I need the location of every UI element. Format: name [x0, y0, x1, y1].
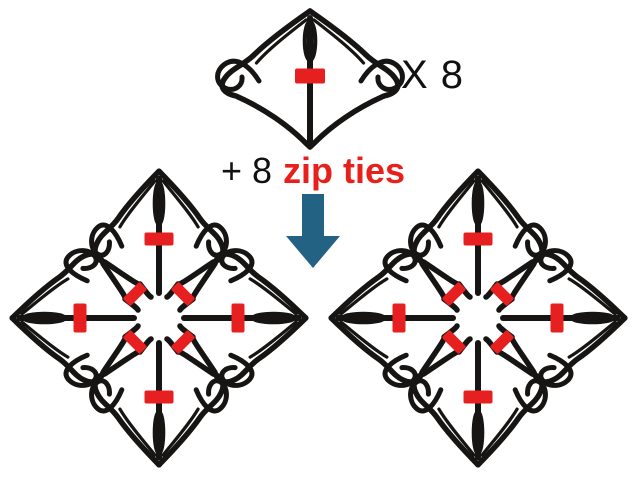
multiplier-label: X 8 [401, 55, 464, 95]
zip-tie-slot [442, 330, 466, 354]
zip-tie [442, 330, 466, 354]
hanger-inner-wire-right [20, 277, 70, 316]
zip-tie-slot [392, 303, 406, 333]
zip-tie-slot [442, 282, 466, 306]
hanger-hook-right [538, 352, 574, 388]
hanger-hook-left [215, 58, 262, 92]
zip-tie [171, 330, 195, 354]
zip-ties-text: zip ties [283, 150, 406, 191]
zip-tie-slot [463, 232, 493, 246]
zip-tie-slot [144, 390, 174, 404]
zip-tie-slot [123, 282, 147, 306]
hanger-neck-loop [251, 311, 297, 325]
hanger-inner-wire-right [480, 179, 519, 229]
multiplier-text: X 8 [401, 53, 465, 97]
plus-count-text: + 8 [220, 150, 273, 191]
hanger-inner-wire-left [437, 179, 476, 229]
zip-tie [144, 232, 174, 246]
hanger-hook-left [193, 378, 229, 414]
hanger-neck-loop [471, 410, 485, 456]
zip-tie [171, 282, 195, 306]
zip-ties-caption: + 8 zip ties [221, 153, 405, 189]
hanger-neck-loop [21, 311, 67, 325]
hanger-hook-right [408, 378, 444, 414]
zip-tie-slot [231, 303, 245, 333]
hanger-inner-wire-left [20, 320, 70, 359]
zip-tie-slot [171, 330, 195, 354]
zip-tie-slot [73, 303, 87, 333]
hanger-inner-wire-right [567, 320, 617, 359]
snowflake-right [328, 168, 628, 468]
hanger-inner-wire-right [248, 320, 298, 359]
zip-tie [490, 330, 514, 354]
hanger-inner-wire-left [480, 407, 519, 457]
hanger-outline-left [219, 8, 313, 150]
snowflake-left [9, 168, 309, 468]
down-arrow-icon [286, 194, 340, 268]
hanger-inner-wire-right [118, 407, 157, 457]
zip-tie-slot [490, 330, 514, 354]
hanger-neck-loop [471, 180, 485, 226]
zip-tie [550, 303, 564, 333]
single-hanger-unit [215, 8, 405, 150]
hanger-hook-right [358, 58, 405, 92]
snowflake-arm [9, 248, 141, 388]
hanger-neck-loop [340, 311, 386, 325]
zip-tie [463, 232, 493, 246]
hanger-neck-loop [152, 410, 166, 456]
hanger-hook-left [219, 248, 255, 284]
hanger-inner-wire-right [339, 277, 389, 316]
hanger-inner-wire-left [339, 320, 389, 359]
hanger-inner-wire-right [312, 18, 366, 65]
zip-tie [73, 303, 87, 333]
hanger-hook-left [512, 378, 548, 414]
zip-tie-slot [144, 232, 174, 246]
zip-tie-slot [550, 303, 564, 333]
hanger-hook-right [382, 248, 418, 284]
zip-tie [392, 303, 406, 333]
hanger-pair-unit [9, 248, 141, 388]
hanger-neck-loop [570, 311, 616, 325]
hanger-inner-wire-right [161, 179, 200, 229]
hanger-hook-left [63, 352, 99, 388]
hanger-inner-wire-left [161, 407, 200, 457]
zip-tie [490, 282, 514, 306]
hanger-hook-left [89, 222, 125, 258]
hanger-hook-right [219, 352, 255, 388]
hanger-inner-wire-right [437, 407, 476, 457]
zip-tie-slot [463, 390, 493, 404]
zip-tie-slot [171, 282, 195, 306]
hanger-hook-right [63, 248, 99, 284]
zip-tie-slot [123, 330, 147, 354]
hanger-inner-wire-left [248, 277, 298, 316]
hanger-neck-loop [152, 180, 166, 226]
hanger-inner-wire-left [118, 179, 157, 229]
zip-tie [231, 303, 245, 333]
hanger-outline-right [307, 8, 401, 150]
zip-tie [123, 282, 147, 306]
hanger-neck-loop [302, 19, 318, 63]
zip-tie [295, 68, 325, 84]
hanger-hook-left [382, 352, 418, 388]
zip-tie [442, 282, 466, 306]
zip-tie [463, 390, 493, 404]
hanger-hook-right [89, 378, 125, 414]
zip-tie [144, 390, 174, 404]
zip-tie-slot [490, 282, 514, 306]
hanger-hook-left [538, 248, 574, 284]
hanger-hook-right [193, 222, 229, 258]
hanger-inner-wire-left [254, 18, 308, 65]
hanger-hook-right [512, 222, 548, 258]
hanger-hook-left [408, 222, 444, 258]
hanger-inner-wire-left [567, 277, 617, 316]
zip-tie [123, 330, 147, 354]
